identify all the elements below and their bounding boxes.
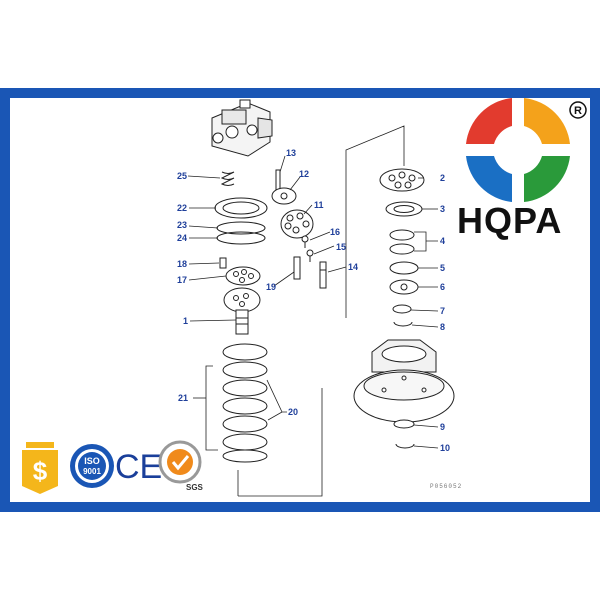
- shaft-1: [223, 287, 261, 335]
- registered-mark: R: [569, 101, 587, 119]
- callout-4: 4: [440, 236, 445, 246]
- callout-7: 7: [440, 306, 445, 316]
- valve-plate-12: [271, 169, 297, 205]
- svg-text:9001: 9001: [83, 467, 101, 476]
- brake-disc-stack: [222, 343, 268, 463]
- callout-15: 15: [336, 242, 346, 252]
- svg-text:$: $: [33, 456, 48, 486]
- ce-mark-icon: CE: [115, 448, 162, 486]
- callout-18: 18: [177, 259, 187, 269]
- bearing-2: [379, 168, 425, 192]
- drawing-code: P056052: [430, 483, 463, 490]
- callout-16: 16: [330, 227, 340, 237]
- callout-1: 1: [183, 316, 188, 326]
- callout-17: 17: [177, 275, 187, 285]
- spring-25: [220, 171, 235, 186]
- callout-23: 23: [177, 220, 187, 230]
- callout-5: 5: [440, 263, 445, 273]
- snap-ring-10: [395, 443, 415, 449]
- brand-logo-icon: [466, 98, 570, 202]
- shim-4b: [389, 243, 415, 255]
- washer-9: [393, 419, 415, 429]
- shim-4a: [389, 229, 415, 241]
- callout-12: 12: [299, 169, 309, 179]
- s-shield-icon: $: [22, 442, 58, 494]
- callout-25: 25: [177, 171, 187, 181]
- cylinder-block-11: [280, 209, 314, 239]
- callout-10: 10: [440, 443, 450, 453]
- callout-3: 3: [440, 204, 445, 214]
- callout-20: 20: [288, 407, 298, 417]
- ring-22-inner: [222, 201, 260, 215]
- callout-13: 13: [286, 148, 296, 158]
- callout-21: 21: [178, 393, 188, 403]
- snap-ring-8: [393, 321, 413, 327]
- callout-2: 2: [440, 173, 445, 183]
- callout-8: 8: [440, 322, 445, 332]
- sgs-check-icon: SGS: [158, 440, 204, 492]
- callout-14: 14: [348, 262, 358, 272]
- callout-11: 11: [314, 200, 324, 210]
- callout-22: 22: [177, 203, 187, 213]
- pin-14: [319, 261, 327, 289]
- callout-24: 24: [177, 233, 187, 243]
- iso-9001-icon: ISO 9001: [70, 444, 114, 488]
- pin-19: [293, 256, 301, 280]
- svg-text:R: R: [574, 105, 582, 117]
- valve-block: [211, 99, 273, 157]
- ring-7: [392, 304, 412, 314]
- piston-16: [301, 235, 309, 248]
- swing-housing: [353, 339, 455, 423]
- svg-text:SGS: SGS: [186, 483, 204, 492]
- ring-5: [389, 261, 419, 275]
- piston-15: [306, 249, 314, 262]
- svg-text:CE: CE: [115, 448, 162, 486]
- brand-name: HQPA: [457, 200, 563, 241]
- ring-3-inner: [393, 205, 415, 213]
- callout-6: 6: [440, 282, 445, 292]
- pin-18: [219, 257, 227, 269]
- callout-19: 19: [266, 282, 276, 292]
- callout-labels: 25 22 23 24 18 17 1 13 12 11 16 15 14 19…: [177, 148, 450, 453]
- svg-text:ISO: ISO: [84, 456, 100, 466]
- callout-9: 9: [440, 422, 445, 432]
- leader-lines: [187, 125, 439, 497]
